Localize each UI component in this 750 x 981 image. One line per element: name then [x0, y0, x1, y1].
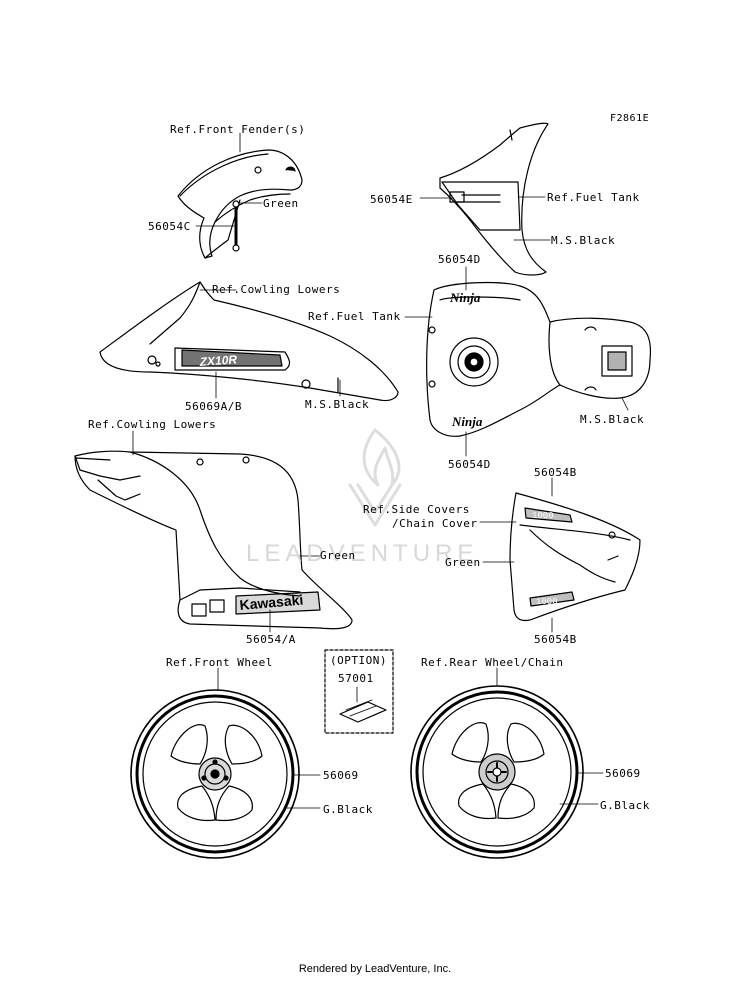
callout-ref-front-wheel: Ref.Front Wheel: [166, 656, 273, 669]
callout-green-fender: Green: [263, 197, 299, 210]
callout-ref-front-fender: Ref.Front Fender(s): [170, 123, 306, 136]
model-1000-decal-bottom: 1000: [536, 597, 558, 607]
model-1000-decal-top: 1000: [532, 511, 554, 521]
watermark-text: LEADVENTURE: [246, 540, 479, 567]
ninja-decal-top: Ninja: [449, 290, 481, 305]
zx10r-decal: ZX10R: [198, 352, 238, 369]
callout-g-black-rear: G.Black: [600, 799, 650, 812]
callout-ms-black-top: M.S.Black: [551, 234, 616, 247]
side-cover: [479, 477, 641, 633]
fuel-tank: [404, 266, 652, 457]
callout-56054b-bottom: 56054B: [534, 633, 577, 646]
figure-code: F2861E: [610, 113, 650, 124]
callout-56069-front: 56069: [323, 769, 359, 782]
callout-chain-cover: /Chain Cover: [392, 517, 478, 530]
tank-front-piece: [419, 122, 551, 276]
ninja-decal-bottom: Ninja: [451, 414, 483, 429]
callout-ref-fuel-tank: Ref.Fuel Tank: [308, 310, 401, 323]
front-fender: [177, 132, 303, 259]
cowling-upper: [99, 281, 399, 402]
rear-wheel: [410, 667, 604, 859]
callout-56069ab: 56069A/B: [185, 400, 242, 413]
watermark-logo: [348, 428, 402, 527]
callout-56054d-top: 56054D: [438, 253, 481, 266]
callout-56054b-top: 56054B: [534, 466, 577, 479]
callout-ref-side-covers: Ref.Side Covers: [363, 503, 470, 516]
callout-56069-rear: 56069: [605, 767, 641, 780]
option-box: [324, 649, 394, 734]
callout-56054c: 56054C: [148, 220, 191, 233]
callout-56054d-bottom: 56054D: [448, 458, 491, 471]
callout-ref-fuel-tank-top: Ref.Fuel Tank: [547, 191, 640, 204]
callout-56054e: 56054E: [370, 193, 413, 206]
callout-ms-black-cowl: M.S.Black: [305, 398, 370, 411]
callout-56054a: 56054/A: [246, 633, 296, 646]
cowling-lower: [74, 430, 353, 633]
callout-green-cowl: Green: [320, 549, 356, 562]
kawasaki-decal: Kawasaki: [239, 591, 304, 613]
callout-ms-black-tank: M.S.Black: [580, 413, 645, 426]
callout-ref-cowling-lowers-1: Ref.Cowling Lowers: [212, 283, 341, 296]
front-wheel: [130, 667, 321, 859]
callout-g-black-front: G.Black: [323, 803, 373, 816]
callout-57001: 57001: [338, 672, 374, 685]
footer-credit: Rendered by LeadVenture, Inc.: [298, 963, 452, 975]
callout-green-side: Green: [445, 556, 481, 569]
callout-ref-rear-wheel: Ref.Rear Wheel/Chain: [421, 656, 564, 669]
callout-option: (OPTION): [330, 654, 387, 667]
callout-ref-cowling-lowers-2: Ref.Cowling Lowers: [88, 418, 217, 431]
